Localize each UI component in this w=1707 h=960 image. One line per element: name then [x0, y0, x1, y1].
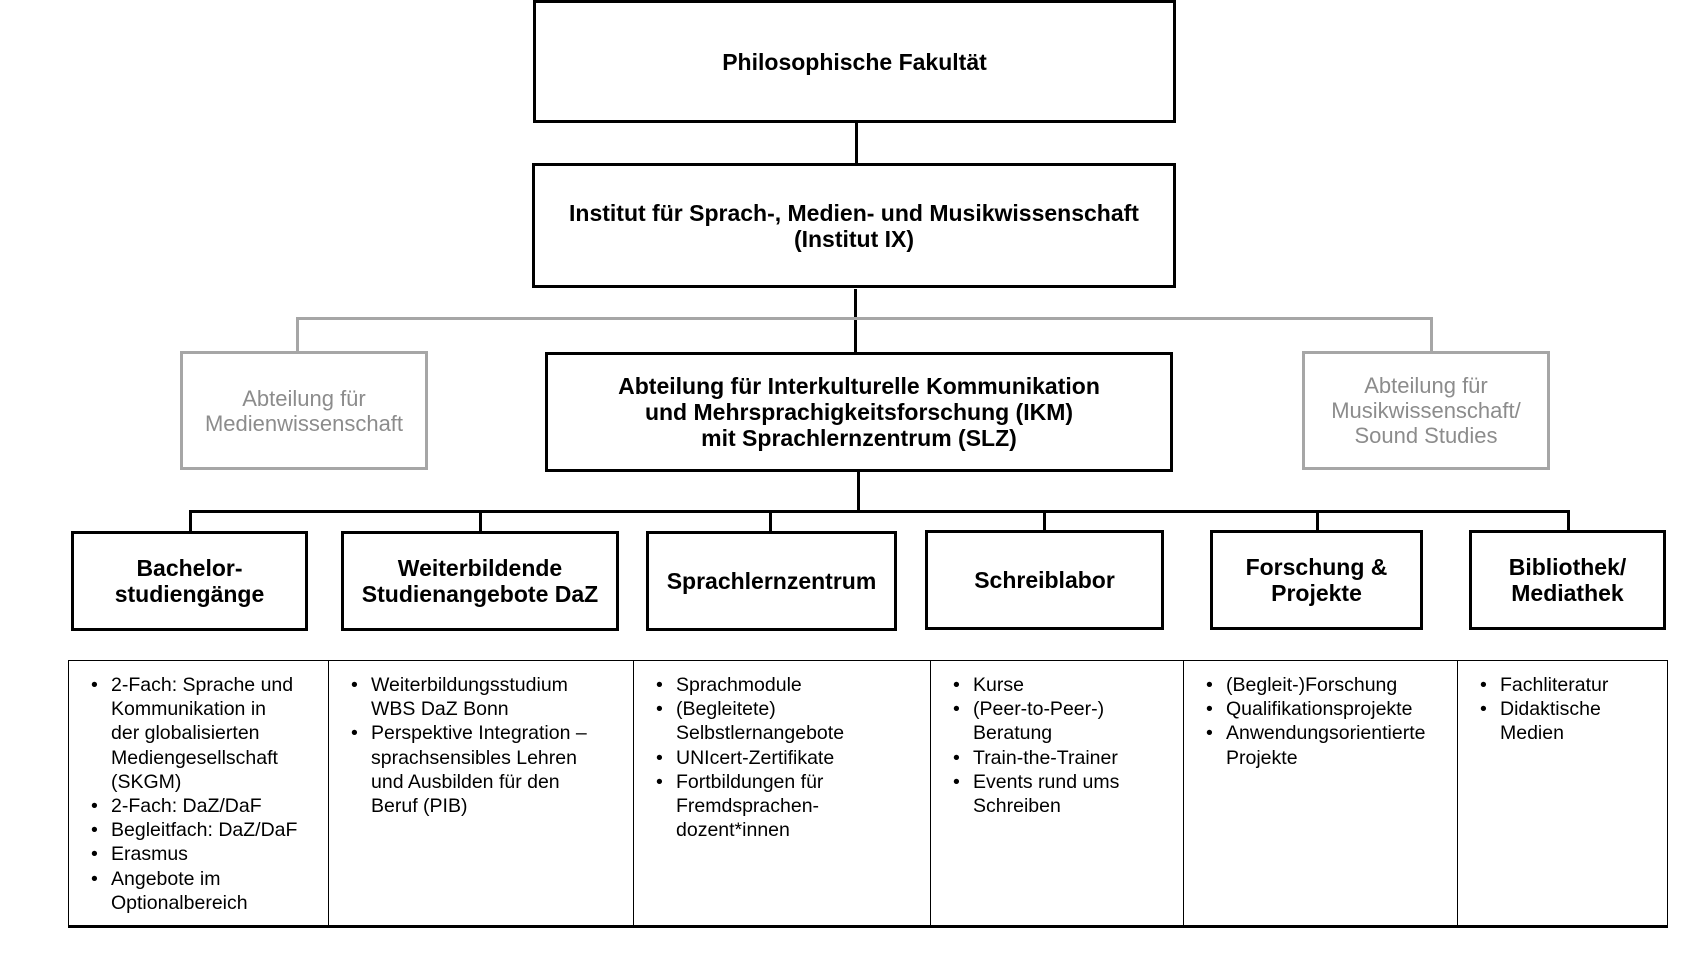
list-item: Fortbildungen für Fremdsprachen- dozent*…	[656, 770, 922, 843]
connector-institute-ikm	[854, 289, 857, 353]
connector-unit-drop-5	[1316, 510, 1319, 533]
unit-weiterbildung-title: Weiterbildende Studienangebote DaZ	[361, 555, 599, 607]
connector-media-drop	[296, 317, 299, 352]
department-media-label: Abteilung für Medienwissenschaft	[204, 385, 404, 436]
details-column-sprachlernzentrum: Sprachmodule (Begleitete) Selbstlernange…	[633, 661, 930, 925]
list-item: Train-the-Trainer	[953, 746, 1175, 770]
list-item: Fachliteratur	[1480, 673, 1659, 697]
connector-unit-drop-2	[479, 510, 482, 533]
details-column-schreiblabor: Kurse (Peer-to-Peer-) Beratung Train-the…	[930, 661, 1183, 925]
details-list-weiterbildung: Weiterbildungsstudium WBS DaZ Bonn Persp…	[351, 673, 625, 818]
institute-label: Institut für Sprach-, Medien- und Musikw…	[569, 199, 1139, 252]
list-item: Qualifikationsprojekte	[1206, 697, 1449, 721]
department-ikm-box: Abteilung für Interkulturelle Kommunikat…	[545, 352, 1173, 472]
connector-unit-bar	[189, 510, 1570, 513]
institute-box: Institut für Sprach-, Medien- und Musikw…	[532, 163, 1176, 288]
faculty-label: Philosophische Fakultät	[722, 48, 987, 75]
list-item: Sprachmodule	[656, 673, 922, 697]
list-item: Begleitfach: DaZ/DaF	[91, 818, 320, 842]
connector-unit-drop-1	[189, 510, 192, 533]
unit-bachelor-box: Bachelor- studiengänge	[71, 531, 308, 631]
details-list-bachelor: 2-Fach: Sprache und Kommunikation in der…	[91, 673, 320, 915]
list-item: Angebote im Optionalbereich	[91, 867, 320, 915]
department-music-box: Abteilung für Musikwissenschaft/ Sound S…	[1302, 351, 1550, 470]
details-column-forschung: (Begleit-)Forschung Qualifikationsprojek…	[1183, 661, 1457, 925]
list-item: UNIcert-Zertifikate	[656, 746, 922, 770]
connector-faculty-institute	[855, 122, 858, 164]
list-item: Erasmus	[91, 842, 320, 866]
list-item: Didaktische Medien	[1480, 697, 1659, 745]
connector-unit-drop-3	[769, 510, 772, 533]
details-column-bachelor: 2-Fach: Sprache und Kommunikation in der…	[68, 661, 328, 925]
list-item: Weiterbildungsstudium WBS DaZ Bonn	[351, 673, 625, 721]
list-item: (Begleit-)Forschung	[1206, 673, 1449, 697]
details-list-sprachlernzentrum: Sprachmodule (Begleitete) Selbstlernange…	[656, 673, 922, 842]
unit-bibliothek-title: Bibliothek/ Mediathek	[1508, 554, 1627, 606]
unit-schreiblabor-box: Schreiblabor	[925, 530, 1164, 630]
list-item: Kurse	[953, 673, 1175, 697]
details-column-bibliothek: Fachliteratur Didaktische Medien	[1457, 661, 1668, 925]
department-ikm-label: Abteilung für Interkulturelle Kommunikat…	[618, 373, 1100, 451]
unit-bachelor-title: Bachelor- studiengänge	[114, 555, 265, 607]
connector-department-bar	[296, 317, 1433, 320]
unit-sprachlernzentrum-title: Sprachlernzentrum	[666, 568, 877, 594]
connector-unit-drop-4	[1043, 510, 1046, 533]
details-table: 2-Fach: Sprache und Kommunikation in der…	[68, 660, 1668, 928]
faculty-box: Philosophische Fakultät	[533, 0, 1176, 123]
unit-forschung-title: Forschung & Projekte	[1245, 554, 1388, 606]
unit-schreiblabor-title: Schreiblabor	[974, 567, 1115, 593]
unit-bibliothek-box: Bibliothek/ Mediathek	[1469, 530, 1666, 630]
department-media-box: Abteilung für Medienwissenschaft	[180, 351, 428, 470]
list-item: Events rund ums Schreiben	[953, 770, 1175, 818]
list-item: Anwendungsorientierte Projekte	[1206, 721, 1449, 769]
unit-weiterbildung-box: Weiterbildende Studienangebote DaZ	[341, 531, 619, 631]
connector-ikm-down	[857, 471, 860, 511]
details-list-forschung: (Begleit-)Forschung Qualifikationsprojek…	[1206, 673, 1449, 770]
connector-music-drop	[1430, 317, 1433, 352]
department-music-label: Abteilung für Musikwissenschaft/ Sound S…	[1331, 373, 1521, 448]
list-item: (Begleitete) Selbstlernangebote	[656, 697, 922, 745]
list-item: (Peer-to-Peer-) Beratung	[953, 697, 1175, 745]
list-item: 2-Fach: Sprache und Kommunikation in der…	[91, 673, 320, 794]
details-list-bibliothek: Fachliteratur Didaktische Medien	[1480, 673, 1659, 746]
list-item: 2-Fach: DaZ/DaF	[91, 794, 320, 818]
unit-sprachlernzentrum-box: Sprachlernzentrum	[646, 531, 897, 631]
list-item: Perspektive Integration – sprachsensible…	[351, 721, 625, 818]
connector-unit-drop-6	[1567, 510, 1570, 533]
details-column-weiterbildung: Weiterbildungsstudium WBS DaZ Bonn Persp…	[328, 661, 633, 925]
details-list-schreiblabor: Kurse (Peer-to-Peer-) Beratung Train-the…	[953, 673, 1175, 818]
unit-forschung-box: Forschung & Projekte	[1210, 530, 1423, 630]
